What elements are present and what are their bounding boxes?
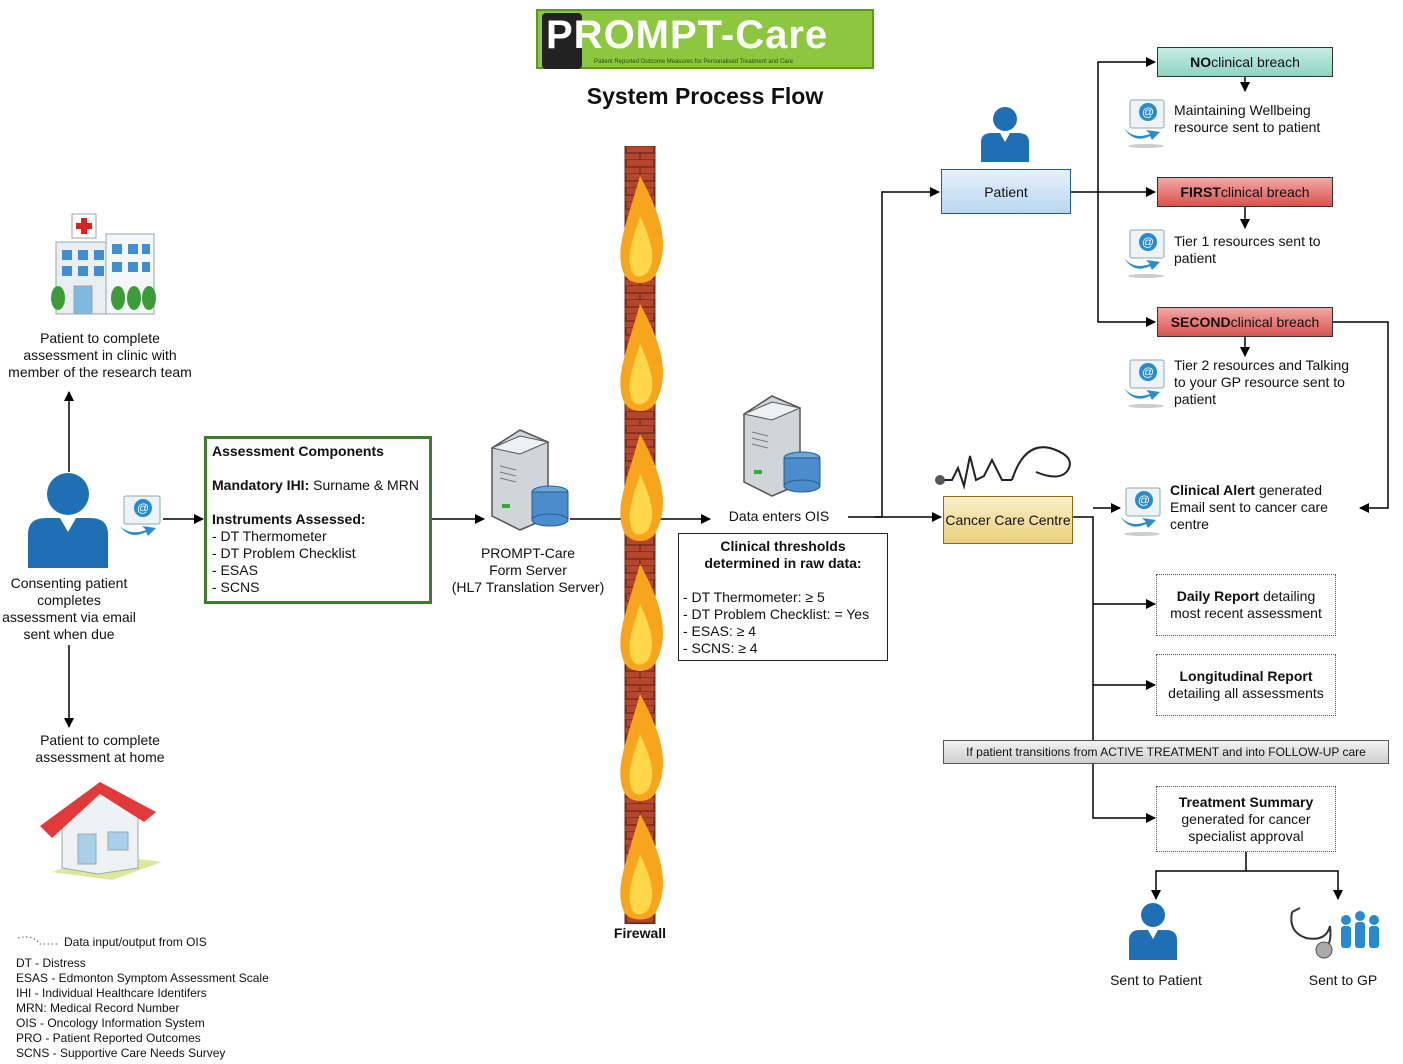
server-line-2: Form Server: [489, 562, 567, 578]
legend-item: ESAS - Edmonton Symptom Assessment Scale: [16, 971, 269, 985]
threshold-item: - SCNS: ≥ 4: [683, 640, 758, 656]
clinical-alert-bold: Clinical Alert: [1170, 482, 1256, 498]
daily-report-rest: detailing most recent assessment: [1170, 588, 1322, 621]
svg-text:@: @: [1142, 235, 1154, 249]
clinical-alert-text: Clinical Alert generated Email sent to c…: [1170, 482, 1356, 533]
stethoscope-icon: [935, 446, 1071, 490]
sent-to-patient-label: Sent to Patient: [1110, 972, 1202, 988]
second-breach-label: clinical breach: [1230, 314, 1320, 330]
first-breach-outcome: Tier 1 resources sent to patient: [1174, 233, 1321, 266]
no-breach-outcome: Maintaining Wellbeing resource sent to p…: [1174, 102, 1321, 135]
svg-text:@: @: [1138, 493, 1150, 507]
threshold-item: - DT Problem Checklist: = Yes: [683, 606, 870, 622]
thresholds-heading: Clinical thresholds determined in raw da…: [704, 538, 862, 571]
home-text: Patient to complete assessment at home: [35, 732, 165, 765]
first-breach-label: clinical breach: [1220, 184, 1310, 200]
clinical-thresholds-box: Clinical thresholds determined in raw da…: [678, 533, 888, 661]
ois-label: Data enters OIS: [728, 508, 830, 524]
legend-item: OIS - Oncology Information System: [16, 1016, 205, 1030]
legend-item: MRN: Medical Record Number: [16, 1001, 180, 1015]
legend-item: IHI - Individual Healthcare Identifers: [16, 986, 207, 1000]
logo-text: PROMPT-Care: [546, 13, 829, 57]
ois-server-icon: [742, 395, 821, 497]
instrument-item: - DT Thermometer: [212, 528, 327, 544]
threshold-item: - DT Thermometer: ≥ 5: [683, 589, 825, 605]
clinical-alert-rest: generated Email sent to cancer care cent…: [1170, 482, 1328, 532]
gp-icon: [1290, 907, 1379, 959]
longitudinal-report-rest: detailing all assessments: [1168, 685, 1324, 701]
legend-item: DT - Distress: [16, 956, 86, 970]
instrument-item: - DT Problem Checklist: [212, 545, 356, 561]
legend-item: PRO - Patient Reported Outcomes: [16, 1031, 201, 1045]
treatment-summary-box: Treatment Summary generated for cancer s…: [1156, 786, 1336, 852]
instrument-item: - SCNS: [212, 579, 260, 595]
server-label: PROMPT-Care Form Server (HL7 Translation…: [440, 545, 616, 596]
svg-text:@: @: [137, 501, 149, 515]
legend-item: SCNS - Supportive Care Needs Survey: [16, 1046, 226, 1060]
daily-report-box: Daily Report detailing most recent asses…: [1156, 574, 1336, 636]
daily-report-bold: Daily Report: [1176, 588, 1260, 604]
no-breach-box: NO clinical breach: [1157, 47, 1333, 77]
svg-text:@: @: [1142, 365, 1154, 379]
email-icon: @: [1124, 99, 1165, 148]
server-icon: [490, 429, 569, 531]
treatment-summary-bold: Treatment Summary: [1178, 793, 1314, 810]
patient-email-text: Consenting patient completes assessment …: [2, 575, 136, 642]
patient-box: Patient: [941, 169, 1071, 214]
email-icon: @: [1124, 229, 1165, 278]
email-icon: @: [120, 495, 161, 536]
no-breach-bold: NO: [1190, 54, 1212, 70]
svg-text:@: @: [1142, 105, 1154, 119]
cancer-care-centre-box: Cancer Care Centre: [943, 496, 1073, 544]
prompt-care-logo: PROMPT-Care Patient Reported Outcome Mea…: [536, 9, 874, 69]
legend-dotted-label: Data input/output from OIS: [64, 935, 207, 949]
patient-icon: [981, 107, 1029, 162]
treatment-summary-rest: generated for cancer specialist approval: [1181, 810, 1311, 844]
instruments-label: Instruments Assessed:: [212, 511, 366, 527]
email-icon: @: [1120, 487, 1161, 536]
firewall-label: Firewall: [613, 925, 667, 941]
second-breach-outcome: Tier 2 resources and Talking to your GP …: [1174, 357, 1350, 407]
patient-icon: [1129, 903, 1177, 960]
second-breach-bold: SECOND: [1170, 314, 1231, 330]
no-breach-label: clinical breach: [1211, 54, 1300, 70]
sent-to-gp-label: Sent to GP: [1308, 972, 1378, 988]
second-breach-box: SECOND clinical breach: [1157, 307, 1333, 337]
assessment-components-box: Assessment Components Mandatory IHI: Sur…: [204, 436, 432, 604]
legend: DT - Distress ESAS - Edmonton Symptom As…: [16, 956, 269, 1061]
longitudinal-report-box: Longitudinal Report detailing all assess…: [1156, 654, 1336, 716]
first-breach-box: FIRST clinical breach: [1157, 177, 1333, 207]
threshold-item: - ESAS: ≥ 4: [683, 623, 757, 639]
patient-icon: [28, 473, 108, 568]
server-line-1: PROMPT-Care: [480, 545, 576, 561]
longitudinal-report-bold: Longitudinal Report: [1179, 668, 1313, 684]
transition-bar: If patient transitions from ACTIVE TREAT…: [943, 740, 1389, 764]
first-breach-bold: FIRST: [1180, 184, 1221, 200]
assessment-heading: Assessment Components: [212, 443, 384, 459]
logo-subtitle: Patient Reported Outcome Measures for Pe…: [594, 59, 794, 65]
house-icon: [40, 782, 162, 880]
instrument-item: - ESAS: [212, 562, 258, 578]
firewall-icon: [620, 146, 663, 924]
page-title: System Process Flow: [586, 83, 824, 109]
ihi-value: Surname & MRN: [309, 477, 419, 493]
server-line-3: (HL7 Translation Server): [451, 579, 605, 595]
email-icon: @: [1124, 359, 1165, 408]
ihi-label: Mandatory IHI:: [212, 477, 310, 493]
phone-icon: [542, 13, 582, 69]
clinic-text: Patient to complete assessment in clinic…: [8, 330, 192, 380]
hospital-icon: [51, 213, 156, 315]
